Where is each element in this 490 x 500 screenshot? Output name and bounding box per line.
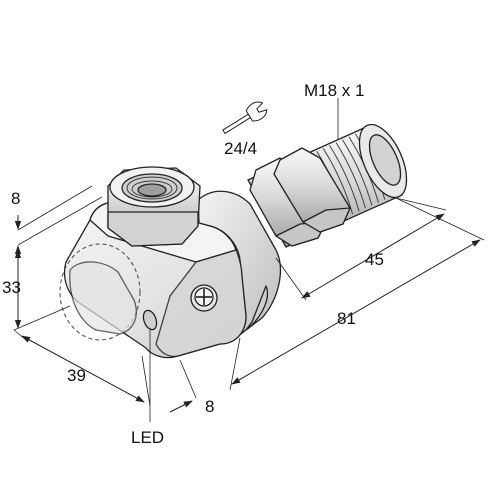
thread-line	[329, 145, 360, 212]
thread-line	[342, 139, 373, 206]
dimension-lines	[13, 98, 485, 422]
wrench-size-label: 24/4	[224, 139, 257, 158]
connector-port	[107, 166, 201, 247]
dim-overall-length: 81	[337, 309, 356, 328]
led-label: LED	[131, 428, 164, 447]
dim-head-thickness: 8	[11, 189, 20, 208]
thread-spec-label: M18 x 1	[304, 81, 364, 100]
dim-head-width: 39	[67, 366, 86, 385]
dim-thread-length: 45	[365, 250, 384, 269]
screw-icon	[190, 284, 218, 312]
wrench-icon	[222, 101, 268, 135]
dim-head-height: 33	[2, 278, 21, 297]
thread-line	[322, 148, 354, 215]
thread-line	[335, 142, 366, 209]
dim-flange-offset: 8	[205, 397, 214, 416]
